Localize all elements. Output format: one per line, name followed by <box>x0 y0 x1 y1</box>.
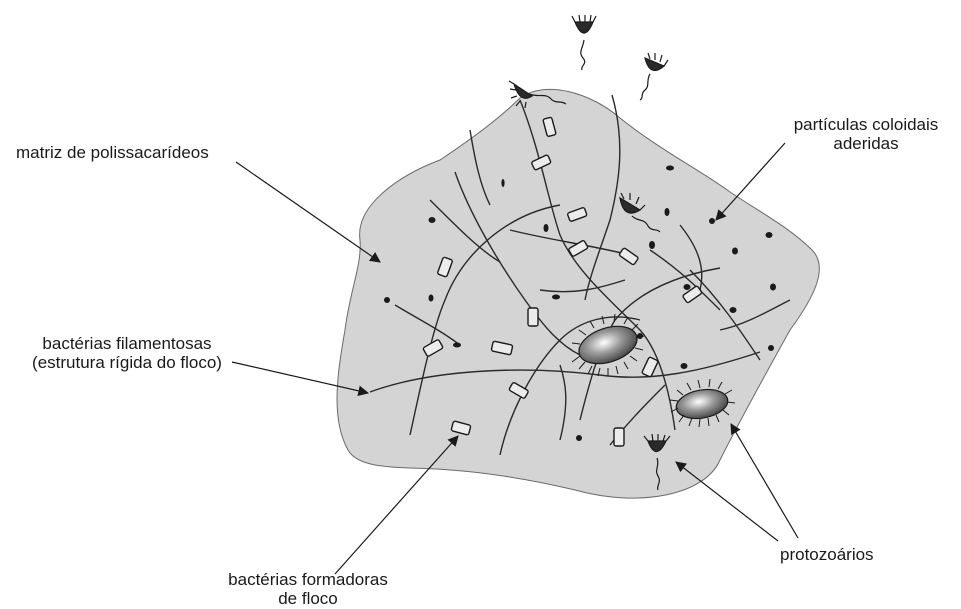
label-colloids-line1: partículas coloidais <box>778 115 954 134</box>
label-floc-formers-line1: bactérias formadoras <box>205 570 411 589</box>
label-matrix: matriz de polissacarídeos <box>16 143 209 162</box>
label-colloids: partículas coloidais aderidas <box>778 115 954 153</box>
arrow-protozoa-1 <box>676 462 778 541</box>
label-floc-formers-line2: de floco <box>205 589 411 608</box>
label-filamentous: bactérias filamentosas (estrutura rígida… <box>14 334 240 372</box>
label-filamentous-line2: (estrutura rígida do floco) <box>14 353 240 372</box>
stalked-protozoan-top <box>572 15 596 70</box>
arrow-protozoa-2 <box>731 424 798 538</box>
label-protozoa: protozoários <box>780 545 874 564</box>
label-filamentous-line1: bactérias filamentosas <box>14 334 240 353</box>
label-floc-formers: bactérias formadoras de floco <box>205 570 411 608</box>
stalked-protozoan-right <box>640 53 668 100</box>
arrow-matrix <box>236 162 380 262</box>
label-colloids-line2: aderidas <box>778 134 954 153</box>
